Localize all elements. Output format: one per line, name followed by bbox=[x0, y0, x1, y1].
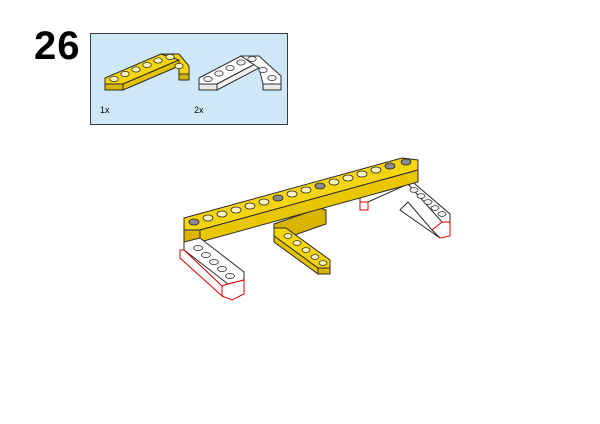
center-yellow-beam bbox=[273, 207, 331, 275]
parts-callout: 1x 2x bbox=[90, 33, 288, 125]
angled-beam-yellow-icon bbox=[99, 46, 191, 92]
part-quantity-white: 2x bbox=[194, 105, 204, 115]
assembled-model-icon bbox=[170, 150, 460, 310]
main-yellow-beam bbox=[183, 157, 419, 243]
left-white-beam bbox=[179, 237, 245, 301]
angled-beam-white-icon bbox=[193, 46, 285, 92]
step-number: 26 bbox=[34, 24, 81, 68]
part-quantity-yellow: 1x bbox=[100, 105, 110, 115]
